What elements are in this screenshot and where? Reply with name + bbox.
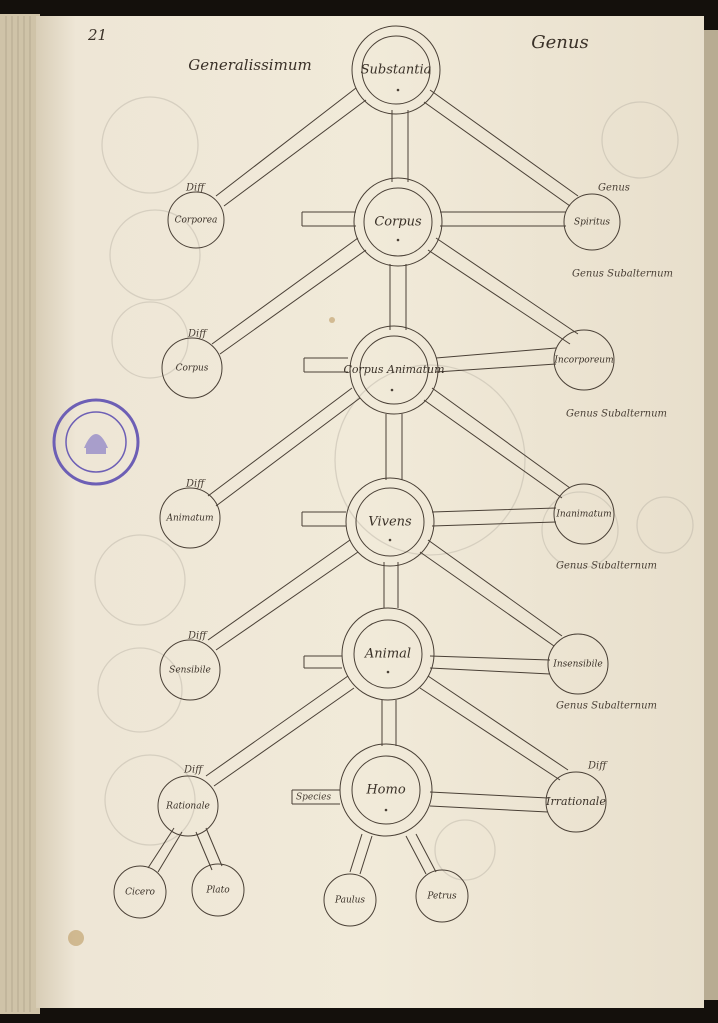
individual-labels: Cicero Plato Paulus Petrus	[125, 886, 457, 906]
trunk-label-2: Corpus Animatum	[343, 363, 444, 376]
left-note-4: Diff	[183, 765, 204, 776]
right-note-4: Genus Subalternum	[556, 701, 657, 712]
individual-label-0: Cicero	[125, 888, 155, 898]
trunk-labels: Substantia Corpus Corpus Animatum Vivens…	[343, 63, 444, 798]
trunk-nodes	[339, 25, 443, 837]
library-stamp	[52, 398, 140, 486]
trunk-connectors	[381, 110, 409, 746]
left-label-3: Sensibile	[169, 666, 211, 676]
individual-label-2: Paulus	[334, 896, 365, 906]
trunk-label-4: Animal	[364, 647, 411, 662]
diagonal-branches	[147, 87, 579, 875]
right-label-0: Spiritus	[574, 218, 610, 228]
left-note-2: Diff	[185, 479, 206, 490]
individual-nodes	[113, 863, 469, 927]
right-note-0: Genus	[598, 183, 630, 194]
right-note-1: Genus Subalternum	[572, 269, 673, 280]
individual-label-1: Plato	[205, 886, 230, 896]
ink-spot	[329, 317, 335, 323]
porphyrian-tree	[113, 25, 621, 927]
header-left-label: Generalissimum	[188, 56, 311, 74]
right-bars	[429, 211, 566, 813]
right-labels: Spiritus Incorporeum Inanimatum Insensib…	[545, 183, 673, 809]
right-label-3: Insensibile	[552, 660, 602, 670]
left-label-1: Corpus	[176, 364, 209, 374]
ink-stain	[68, 930, 84, 946]
bleed-through-marks	[94, 96, 694, 881]
left-label-2: Animatum	[165, 514, 213, 524]
page-stack-left	[0, 14, 40, 1014]
trunk-label-0: Substantia	[361, 63, 432, 78]
left-label-0: Corporea	[175, 216, 218, 226]
trunk-label-1: Corpus	[374, 215, 422, 230]
left-note-1: Diff	[187, 329, 208, 340]
left-note-3: Diff	[187, 631, 208, 642]
left-nodes	[157, 191, 225, 837]
right-nodes	[545, 193, 621, 833]
center-dots	[384, 88, 400, 812]
right-note-2: Genus Subalternum	[566, 409, 667, 420]
trunk-label-3: Vivens	[368, 515, 412, 530]
right-note-5: Diff	[587, 761, 608, 772]
left-note-0: Diff	[185, 183, 206, 194]
right-label-4: Irrationale	[545, 795, 606, 808]
header-right-label: Genus	[531, 32, 588, 53]
left-label-4: Rationale	[165, 802, 210, 812]
folio-number: 21	[87, 26, 107, 44]
left-labels: Corporea Corpus Animatum Sensibile Ratio…	[165, 183, 331, 812]
right-label-2: Inanimatum	[555, 510, 611, 520]
trunk-label-5: Homo	[365, 783, 405, 798]
individual-label-3: Petrus	[426, 892, 457, 902]
species-label: Species	[296, 793, 331, 803]
right-note-3: Genus Subalternum	[556, 561, 657, 572]
left-stubs	[291, 211, 356, 805]
right-label-1: Incorporeum	[553, 356, 613, 366]
